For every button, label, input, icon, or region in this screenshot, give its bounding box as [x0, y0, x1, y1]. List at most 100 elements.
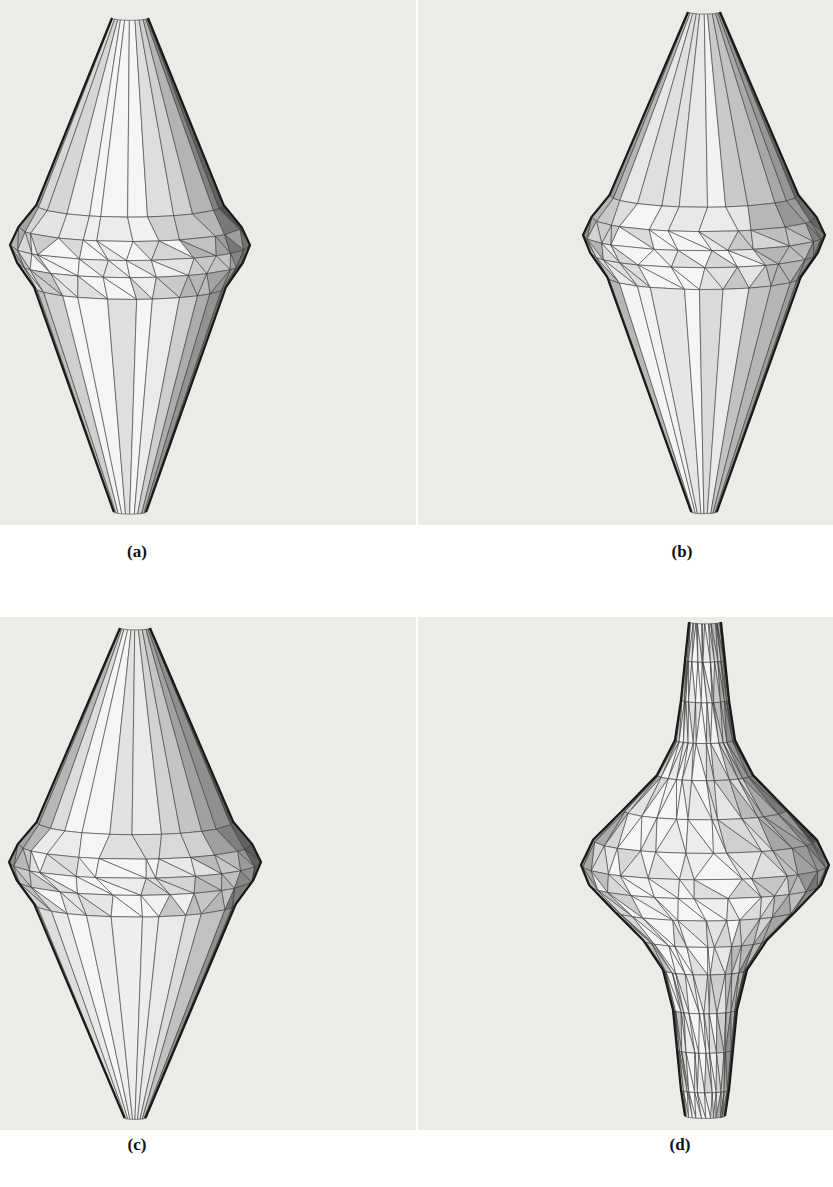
- mesh-facet: [78, 259, 103, 277]
- panel-ground: [0, 0, 416, 525]
- mesh-facet: [771, 264, 790, 286]
- mesh-facet: [717, 974, 726, 1013]
- mesh-facet: [740, 897, 762, 920]
- mesh-facet: [152, 277, 179, 299]
- mesh-facet: [775, 876, 789, 896]
- mesh-facet: [760, 896, 775, 919]
- mesh-facet: [728, 231, 753, 250]
- mesh-facet: [655, 898, 679, 921]
- mesh-facet: [51, 273, 78, 297]
- mesh-facet: [724, 1052, 727, 1091]
- mesh-facet: [727, 899, 740, 921]
- mesh-facet: [699, 232, 728, 251]
- mesh-facet: [697, 1053, 704, 1093]
- mesh-facet: [696, 703, 706, 744]
- mesh-facet: [126, 242, 151, 261]
- mesh-facet: [657, 780, 677, 820]
- mesh-facet: [686, 661, 689, 702]
- mesh-facet: [620, 851, 648, 878]
- mesh-facet: [716, 1053, 721, 1092]
- mesh-facet: [95, 858, 146, 878]
- mesh-facet: [716, 1092, 721, 1118]
- mesh-facet: [716, 1052, 724, 1092]
- mesh-facet: [76, 857, 95, 877]
- panel-ground: [0, 617, 416, 1130]
- mesh-facet: [708, 947, 711, 975]
- mesh-facet: [725, 1012, 730, 1052]
- mesh-facet: [30, 851, 40, 873]
- mesh-facet: [704, 975, 709, 1014]
- mesh-facet: [709, 975, 717, 1014]
- mesh-facet: [230, 254, 236, 270]
- mesh-facet: [159, 895, 186, 917]
- mesh-facet: [716, 13, 787, 203]
- mesh-facet: [679, 853, 694, 880]
- mesh-facet: [753, 918, 772, 945]
- mesh-facet: [725, 1012, 731, 1052]
- mesh-facet: [726, 974, 732, 1013]
- mesh-outline: [581, 622, 689, 1116]
- mesh-shape: [9, 628, 261, 1119]
- mesh-facet: [126, 261, 156, 278]
- mesh-facet: [130, 278, 152, 300]
- mesh-shape: [583, 12, 825, 514]
- mesh-facet: [78, 276, 108, 299]
- mesh-facet: [704, 1014, 710, 1054]
- mesh-facet: [687, 947, 708, 975]
- mesh-facet: [711, 286, 771, 513]
- mesh-facet: [713, 1093, 716, 1119]
- mesh-facet: [215, 855, 241, 874]
- mesh-facet: [222, 874, 235, 891]
- mesh-facet: [186, 893, 201, 915]
- mesh-facet: [101, 20, 130, 217]
- mesh-facet: [617, 816, 641, 851]
- mesh-facet: [721, 1052, 724, 1092]
- mesh-facet: [648, 852, 679, 879]
- mesh-facet: [725, 974, 731, 1013]
- mesh-facet: [752, 879, 775, 897]
- mesh-facet: [762, 914, 791, 943]
- mesh-facet: [749, 777, 787, 814]
- mesh-facet: [716, 1014, 724, 1053]
- panel-label: (d): [670, 1135, 691, 1155]
- mesh-facet: [706, 703, 710, 744]
- mesh-facet: [717, 1013, 726, 1053]
- mesh-facet: [753, 249, 778, 265]
- mesh-facet: [689, 662, 696, 703]
- mesh-facet: [97, 241, 127, 261]
- panel-ground: [418, 617, 833, 1130]
- mesh-facet: [706, 921, 714, 947]
- mesh-shape: [10, 18, 250, 514]
- mesh-facet: [146, 859, 155, 878]
- mesh-facet: [687, 947, 708, 975]
- mesh-facet: [111, 895, 142, 917]
- mesh-facet: [705, 1093, 713, 1119]
- mesh-facet: [749, 265, 771, 288]
- mesh-facet: [714, 921, 731, 948]
- mesh-facet: [723, 267, 749, 289]
- mesh-facet: [697, 624, 702, 663]
- mesh-facet: [608, 848, 620, 875]
- mesh-facet: [30, 234, 37, 255]
- mesh-facet: [148, 629, 231, 830]
- mesh-facet: [78, 893, 114, 916]
- mesh-facet: [689, 1013, 699, 1053]
- mesh-facet: [156, 878, 194, 895]
- mesh-outline: [583, 12, 691, 512]
- mesh-facet: [786, 811, 817, 844]
- mesh-facet: [693, 703, 696, 744]
- mesh-facet: [47, 831, 82, 857]
- mesh-facet: [694, 880, 728, 899]
- mesh-facet: [146, 629, 216, 831]
- mesh-facet: [643, 918, 675, 946]
- mesh-facet: [679, 14, 707, 207]
- panel-label: (c): [128, 1135, 147, 1155]
- mesh-facet: [643, 918, 675, 946]
- mesh-facet: [724, 1013, 726, 1053]
- mesh-facet: [78, 893, 112, 916]
- mesh-facet: [710, 1053, 717, 1092]
- mesh-facet: [710, 1053, 717, 1092]
- mesh-outline: [146, 18, 250, 512]
- mesh-facet: [51, 273, 78, 297]
- mesh-facet: [693, 975, 704, 1014]
